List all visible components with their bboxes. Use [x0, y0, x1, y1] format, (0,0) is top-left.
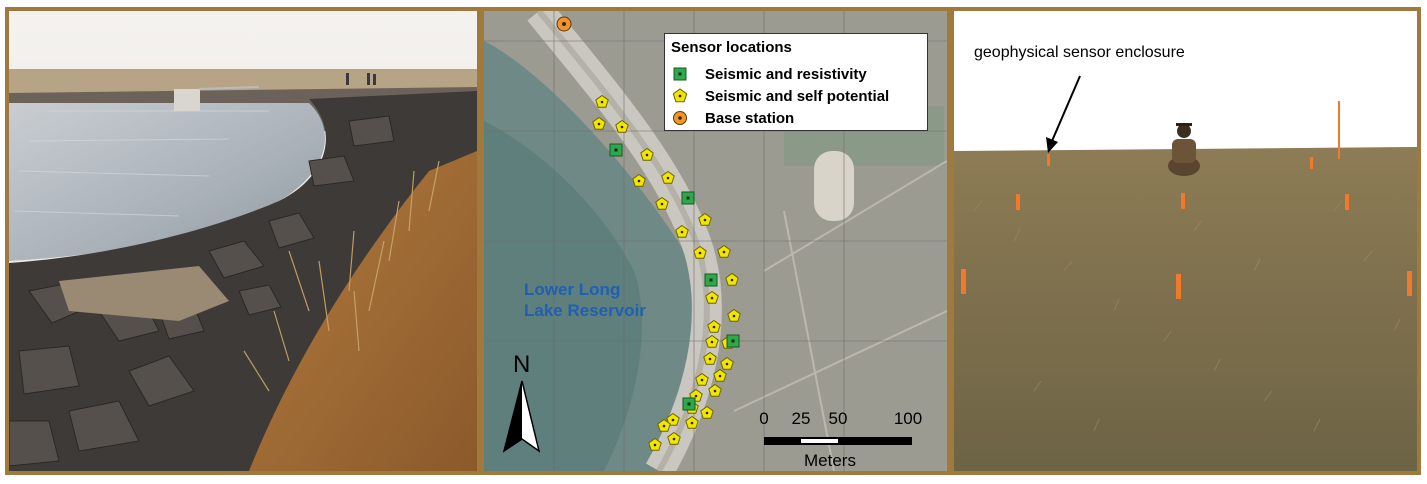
yellow-pentagon-icon — [671, 87, 689, 105]
sensor-map: Sensor locations Seismic and resistivity… — [480, 7, 951, 475]
seismic-self-potential-marker — [657, 418, 671, 432]
sensor-stakes — [961, 101, 1412, 299]
seismic-self-potential-marker — [632, 173, 646, 187]
seismic-self-potential-marker — [695, 372, 709, 386]
seismic-resistivity-marker — [704, 273, 718, 287]
seismic-self-potential-marker — [595, 94, 609, 108]
person-figure — [1168, 123, 1200, 176]
legend-label: Seismic and resistivity — [705, 65, 867, 83]
legend-title: Sensor locations — [671, 39, 792, 56]
seismic-self-potential-marker — [667, 431, 681, 445]
seismic-self-potential-marker — [655, 196, 669, 210]
scale-labels: 0 25 50 100 Meters — [756, 409, 922, 471]
seismic-resistivity-marker — [609, 143, 623, 157]
seismic-self-potential-marker — [648, 437, 662, 451]
reservoir-label-line1: Lower Long — [524, 280, 621, 299]
seismic-self-potential-marker — [705, 290, 719, 304]
seismic-self-potential-marker — [661, 170, 675, 184]
seismic-self-potential-marker — [717, 244, 731, 258]
north-label: N — [513, 351, 531, 378]
sensor-field-photo-image — [954, 11, 1417, 471]
seismic-self-potential-marker — [713, 368, 727, 382]
seismic-self-potential-marker — [698, 212, 712, 226]
scale-bar — [764, 437, 912, 445]
north-arrow-icon — [502, 380, 541, 453]
base-station-markers — [556, 16, 572, 32]
map-legend: Sensor locations Seismic and resistivity… — [664, 33, 928, 131]
seismic-self-potential-marker — [693, 245, 707, 259]
legend-label: Seismic and self potential — [705, 87, 890, 105]
seismic-self-potential-marker — [705, 334, 719, 348]
reservoir-label-line2: Lake Reservoir — [524, 301, 646, 320]
seismic-self-potential-marker — [700, 405, 714, 419]
scale-tick-label: 100 — [893, 409, 923, 428]
sensor-field-photo: geophysical sensor enclosure — [950, 7, 1421, 475]
seismic-self-potential-marker — [707, 319, 721, 333]
seismic-self-potential-marker — [708, 383, 722, 397]
seismic-self-potential-marker — [666, 412, 680, 426]
seismic-self-potential-markers — [592, 94, 741, 451]
seismic-self-potential-marker — [703, 351, 717, 365]
seismic-resistivity-marker — [726, 334, 740, 348]
scale-units: Meters — [804, 451, 856, 470]
scale-tick-label: 25 — [791, 409, 811, 428]
seismic-self-potential-marker — [675, 224, 689, 238]
embankment-photo-image — [9, 11, 477, 471]
reservoir-label: Lower Long Lake Reservoir — [524, 279, 646, 321]
legend-item-seismic-self-potential: Seismic and self potential — [671, 86, 889, 106]
sensor-enclosure-annotation: geophysical sensor enclosure — [974, 44, 1185, 61]
seismic-resistivity-marker — [682, 397, 696, 411]
seismic-resistivity-markers — [609, 143, 740, 411]
embankment-photo — [5, 7, 481, 475]
seismic-self-potential-marker — [592, 116, 606, 130]
seismic-self-potential-marker — [725, 272, 739, 286]
scale-tick-label: 0 — [759, 409, 769, 428]
seismic-self-potential-marker — [720, 356, 734, 370]
seismic-self-potential-marker — [615, 119, 629, 133]
seismic-self-potential-marker — [685, 415, 699, 429]
legend-item-base-station: Base station — [671, 108, 794, 128]
green-square-icon — [671, 65, 689, 83]
legend-label: Base station — [705, 109, 795, 127]
legend-item-seismic-resistivity: Seismic and resistivity — [671, 64, 867, 84]
seismic-self-potential-marker — [640, 147, 654, 161]
seismic-resistivity-marker — [681, 191, 695, 205]
seismic-self-potential-marker — [727, 308, 741, 322]
orange-circle-icon — [671, 109, 689, 127]
scale-tick-label: 50 — [828, 409, 848, 428]
